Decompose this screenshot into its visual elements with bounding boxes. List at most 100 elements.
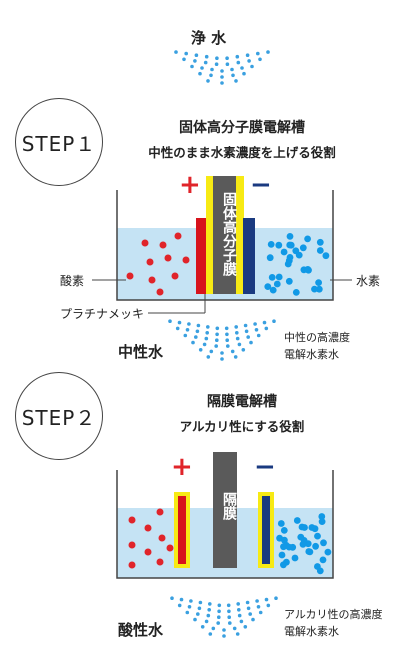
- water-flow-dot: [251, 617, 255, 622]
- water-flow-dot: [246, 335, 250, 339]
- water-flow-dot: [226, 344, 230, 348]
- step2-anode: [174, 492, 190, 568]
- water-flow-dot: [191, 340, 195, 345]
- hydrogen-dot: [286, 233, 294, 240]
- water-flow-dot: [210, 67, 214, 72]
- water-flow-dot: [206, 325, 210, 329]
- neutral-hydrogen-water-line2: 電解水素水: [284, 348, 339, 361]
- step2-oxygen-dots: [128, 508, 174, 569]
- hydrogen-dot: [269, 286, 277, 294]
- water-flow-dot: [262, 320, 267, 325]
- water-flow-dot: [235, 632, 240, 636]
- water-flow-dot: [198, 71, 202, 76]
- hydrogen-dot: [314, 563, 321, 570]
- water-flow-dot: [226, 603, 231, 608]
- neutral-water-label: 中性水: [118, 343, 164, 361]
- hydrogen-dot: [280, 561, 287, 569]
- water-flow-dot: [175, 326, 180, 331]
- water-flow-dot: [215, 56, 219, 60]
- water-flow-dot: [182, 57, 186, 62]
- water-flow-dot: [243, 625, 248, 629]
- hydrogen-dot: [299, 244, 307, 252]
- hydrogen-dot: [315, 285, 323, 293]
- water-flow-dot: [187, 605, 192, 609]
- water-flow-dot: [246, 606, 251, 611]
- step2-circle: STEP２: [15, 372, 103, 460]
- water-flow-dot: [200, 625, 205, 629]
- water-flow-dot: [177, 320, 182, 325]
- hydrogen-dot: [301, 524, 308, 531]
- water-flow-dot: [234, 79, 238, 83]
- water-flow-dot: [206, 355, 211, 359]
- hydrogen-dot: [281, 536, 288, 544]
- water-flow-dot: [184, 51, 188, 56]
- alkaline-hydrogen-water-line1: アルカリ性の高濃度: [284, 608, 383, 621]
- water-flow-dot: [187, 322, 191, 326]
- water-flow-dot: [185, 610, 190, 615]
- water-flow-dot: [185, 328, 190, 332]
- hydrogen-dot: [286, 254, 294, 261]
- bottom-water-flow-dots: [170, 596, 278, 638]
- hydrogen-dot: [322, 252, 330, 260]
- water-flow-dot: [206, 613, 211, 618]
- hydrogen-dot: [280, 248, 288, 256]
- step1-title: 固体高分子膜電解槽: [179, 120, 305, 136]
- hydrogen-dot: [306, 548, 314, 556]
- water-flow-dot: [266, 603, 271, 608]
- acidic-water-label: 酸性水: [118, 621, 164, 639]
- water-flow-dot: [235, 336, 240, 341]
- water-flow-dot: [200, 66, 204, 70]
- hydrogen-dot: [280, 527, 288, 534]
- water-flow-dot: [253, 322, 257, 326]
- water-flow-dot: [250, 64, 254, 69]
- water-flow-dot: [235, 331, 239, 335]
- water-flow-dot: [196, 323, 201, 328]
- step2-hydrogen-dots: [276, 513, 332, 575]
- water-flow-dot: [193, 59, 197, 63]
- water-flow-dot: [217, 603, 222, 608]
- middle-water-flow-dots: [168, 319, 276, 361]
- top-water-label: 浄 水: [190, 29, 227, 47]
- water-flow-dot: [170, 596, 174, 600]
- water-flow-dot: [220, 351, 224, 355]
- water-flow-dot: [237, 342, 242, 347]
- water-flow-dot: [220, 69, 224, 73]
- water-flow-dot: [235, 54, 240, 59]
- hydrogen-label: 水素: [356, 274, 381, 288]
- water-flow-dot: [222, 628, 226, 632]
- hydrogen-dot: [275, 273, 283, 281]
- step1-plus-sign: +: [179, 170, 201, 200]
- step1-hydrogen-dots: [264, 233, 330, 296]
- hydrogen-dot: [304, 266, 312, 273]
- water-flow-dot: [227, 609, 231, 614]
- hydrogen-dot: [275, 241, 283, 249]
- hydrogen-dot: [318, 513, 326, 520]
- alkaline-hydrogen-water-line2: 電解水素水: [284, 625, 339, 638]
- water-flow-dot: [272, 319, 276, 324]
- hydrogen-dot: [280, 543, 287, 551]
- neutral-hydrogen-water-line1: 中性の高濃度: [284, 331, 350, 344]
- water-flow-dot: [208, 632, 213, 636]
- water-flow-dot: [242, 71, 246, 76]
- step2-membrane-text: 隔膜: [221, 492, 237, 520]
- step1-anode: [196, 218, 208, 294]
- water-flow-dot: [183, 333, 188, 338]
- step1-membrane: [213, 176, 237, 294]
- water-flow-dot: [205, 331, 209, 335]
- step2-plus-sign: +: [171, 452, 193, 482]
- water-flow-dot: [204, 54, 209, 59]
- water-flow-dot: [179, 597, 184, 602]
- water-flow-dot: [215, 332, 219, 337]
- water-flow-dot: [168, 319, 172, 324]
- water-flow-dot: [214, 344, 218, 348]
- hydrogen-dot: [292, 289, 300, 296]
- water-flow-dot: [196, 612, 200, 616]
- water-flow-dot: [264, 326, 269, 331]
- water-flow-dot: [266, 50, 270, 54]
- water-flow-dot: [211, 626, 216, 631]
- water-flow-dot: [214, 62, 219, 66]
- water-flow-dot: [236, 602, 240, 606]
- water-flow-dot: [193, 617, 197, 622]
- step2-cathode: [258, 492, 274, 568]
